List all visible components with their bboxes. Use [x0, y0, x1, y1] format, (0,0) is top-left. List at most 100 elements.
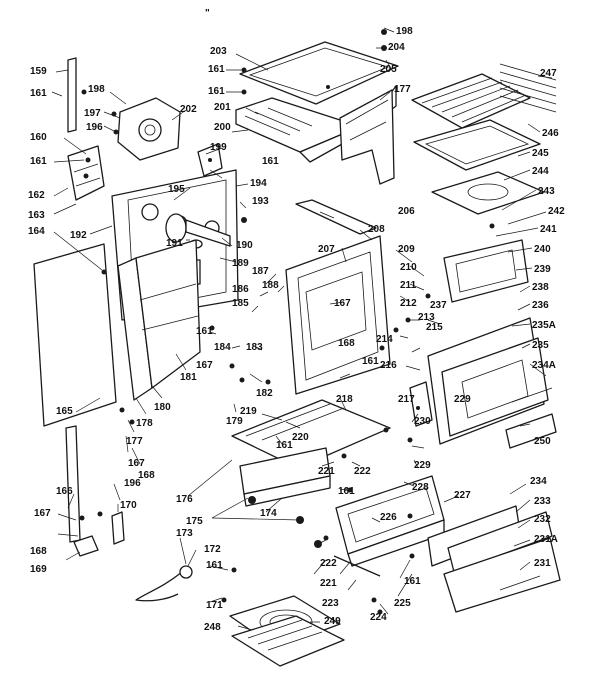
part-label: 245	[532, 148, 549, 159]
part-label: 219	[240, 406, 257, 417]
part-label: 168	[338, 338, 355, 349]
part-drawer-rod	[333, 555, 381, 577]
part-label: 171	[206, 600, 223, 611]
leader-lines	[51, 27, 553, 631]
part-label: 218	[336, 394, 353, 405]
part-label: 232	[534, 514, 551, 525]
part-label: 202	[180, 104, 197, 115]
part-rack-wires	[499, 63, 557, 113]
part-label: 203	[210, 46, 227, 57]
part-power-cord	[135, 565, 193, 602]
part-labels: 159 161 198 197 196 202 160 161 162 163 …	[28, 26, 565, 633]
part-label: 177	[394, 84, 411, 95]
part-label: 180	[154, 402, 171, 413]
part-label: 198	[88, 84, 105, 95]
part-label: 229	[414, 460, 431, 471]
part-kick-panel	[443, 537, 561, 613]
part-outer-door	[427, 317, 553, 445]
part-label: 194	[250, 178, 267, 189]
part-screws	[79, 29, 495, 615]
part-left-side-panel	[33, 243, 117, 427]
part-label: 228	[412, 482, 429, 493]
part-label: 230	[414, 416, 431, 427]
part-label: 161	[30, 88, 47, 99]
part-label: 163	[28, 210, 45, 221]
part-label: 225	[394, 598, 411, 609]
part-label: 167	[196, 360, 213, 371]
part-label: 161	[404, 576, 421, 587]
part-label: 221	[318, 466, 335, 477]
part-label: 200	[214, 122, 231, 133]
part-label: 212	[400, 298, 417, 309]
part-label: 169	[30, 564, 47, 575]
part-label: 189	[232, 258, 249, 269]
part-label: 164	[28, 226, 45, 237]
part-label: 216	[380, 360, 397, 371]
part-label: 161	[338, 486, 355, 497]
part-label: 221	[320, 578, 337, 589]
part-label: 188	[262, 280, 279, 291]
part-label: 197	[84, 108, 101, 119]
part-door-glass	[505, 413, 557, 449]
part-label: 191	[166, 238, 183, 249]
part-label: 165	[56, 406, 73, 417]
part-label: 161	[196, 326, 213, 337]
part-label: 242	[548, 206, 565, 217]
part-label: 217	[398, 394, 415, 405]
part-bottom-pan	[231, 615, 345, 667]
part-label: 238	[532, 282, 549, 293]
part-label: 173	[176, 528, 193, 539]
part-label: 235A	[532, 320, 556, 331]
part-right-side-panel-upper	[339, 89, 395, 185]
part-label: 240	[534, 244, 551, 255]
part-label: 204	[388, 42, 405, 53]
part-label: 222	[320, 558, 337, 569]
part-label: 177	[126, 436, 143, 447]
part-label: 161	[262, 156, 279, 167]
part-label: 178	[136, 418, 153, 429]
part-label: 196	[124, 478, 141, 489]
part-label: 181	[180, 372, 197, 383]
part-label: 161	[208, 86, 225, 97]
part-label: 205	[380, 64, 397, 75]
part-label: 201	[214, 102, 231, 113]
part-label: 162	[28, 190, 45, 201]
part-burner-assembly	[165, 213, 247, 249]
part-inner-side-wall	[117, 239, 201, 401]
part-oven-floor	[231, 399, 391, 469]
part-label: 167	[128, 458, 145, 469]
part-window-panel	[443, 239, 529, 303]
part-label: 224	[370, 612, 387, 623]
part-label: 198	[396, 26, 413, 37]
part-label: 182	[256, 388, 273, 399]
part-cooktop-panel	[239, 41, 399, 105]
part-label: 184	[214, 342, 231, 353]
part-broiler-pan	[431, 171, 545, 215]
part-label: 231	[534, 558, 551, 569]
part-label: 211	[400, 280, 417, 291]
part-label: 167	[34, 508, 51, 519]
part-label: 235	[532, 340, 549, 351]
part-label: 243	[538, 186, 555, 197]
part-small-bracket	[111, 511, 125, 545]
part-label: 196	[86, 122, 103, 133]
part-label: 199	[210, 142, 227, 153]
part-vertical-bracket-upper	[67, 57, 77, 133]
part-drip-strip	[295, 199, 377, 235]
part-label: 226	[380, 512, 397, 523]
part-label: 187	[252, 266, 269, 277]
part-label: 161	[276, 440, 293, 451]
part-drawer-rail-support	[239, 447, 331, 507]
part-label: 227	[454, 490, 471, 501]
part-label: 246	[542, 128, 559, 139]
part-label: 168	[30, 546, 47, 557]
part-label: 244	[532, 166, 549, 177]
part-label: 186	[232, 284, 249, 295]
part-label: 166	[56, 486, 73, 497]
part-valve-bracket	[197, 143, 223, 177]
part-label: 159	[30, 66, 47, 77]
part-label: 241	[540, 224, 557, 235]
part-label: 234	[530, 476, 547, 487]
part-label: 248	[204, 622, 221, 633]
part-label: 160	[30, 132, 47, 143]
